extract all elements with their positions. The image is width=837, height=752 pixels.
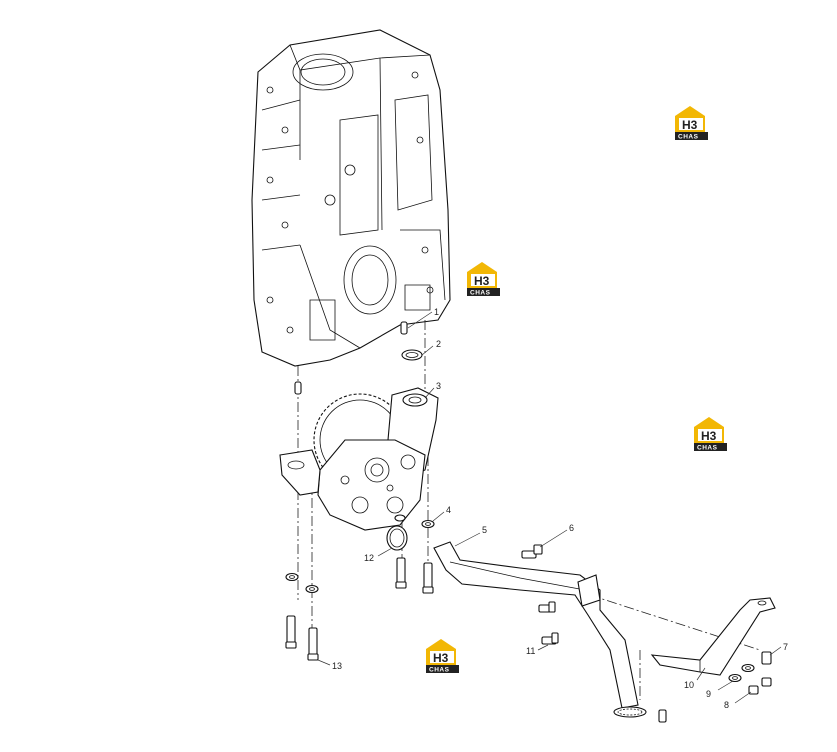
suction-pipe <box>433 541 647 718</box>
engine-block <box>251 29 451 367</box>
callout-3: 3 <box>436 381 441 391</box>
callout-13: 13 <box>332 661 342 671</box>
callout-4: 4 <box>446 505 451 515</box>
gasket-ring <box>386 525 408 551</box>
callout-1: 1 <box>434 307 439 317</box>
svg-text:CHAS: CHAS <box>678 134 699 141</box>
washer-pump <box>394 514 435 529</box>
svg-text:CHAS: CHAS <box>697 445 718 452</box>
svg-text:CHAS: CHAS <box>429 667 450 674</box>
callout-10: 10 <box>684 680 694 690</box>
callout-9: 9 <box>706 689 711 699</box>
callout-5: 5 <box>482 525 487 535</box>
oil-pump-assembly <box>279 387 439 531</box>
svg-text:H3: H3 <box>682 118 698 132</box>
dowel-pin <box>400 321 408 335</box>
callout-8: 8 <box>724 700 729 710</box>
callout-12: 12 <box>364 553 374 563</box>
watermark-logo-4: H3 CHAS <box>426 639 459 674</box>
mounting-hardware <box>285 572 319 661</box>
callout-11: 11 <box>526 646 535 656</box>
watermark-logo-2: H3 CHAS <box>467 262 500 297</box>
svg-text:H3: H3 <box>474 274 490 288</box>
callouts: 1 2 3 4 5 6 7 8 9 10 11 12 13 <box>317 307 788 710</box>
callout-7: 7 <box>783 642 788 652</box>
svg-text:H3: H3 <box>433 651 449 665</box>
callout-6: 6 <box>569 523 574 533</box>
watermark-logo-1: H3 CHAS <box>675 106 708 141</box>
callout-2: 2 <box>436 339 441 349</box>
bracket-fasteners <box>728 651 772 695</box>
svg-text:CHAS: CHAS <box>470 290 491 297</box>
watermark-logo-3: H3 CHAS <box>694 417 727 452</box>
support-bracket <box>650 597 776 676</box>
dowel-pin-left <box>294 381 302 395</box>
pipe-bolts <box>521 544 667 723</box>
svg-text:H3: H3 <box>701 429 717 443</box>
pump-bolts <box>395 557 434 594</box>
o-ring-seal <box>401 349 423 361</box>
